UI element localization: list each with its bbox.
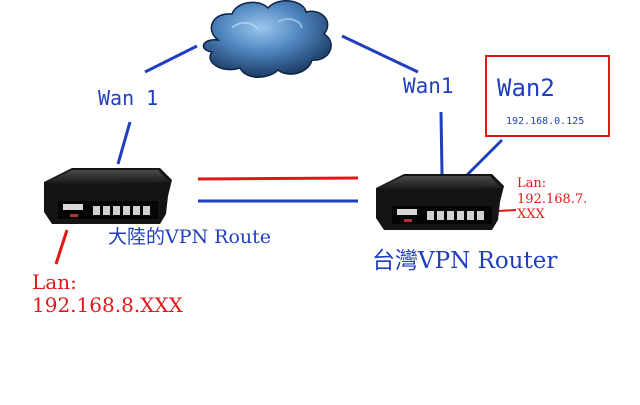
right-router-name-label: 台灣VPN Router bbox=[372, 248, 558, 274]
left-lan-leader-line bbox=[54, 229, 69, 265]
wan2-to-router-line bbox=[464, 138, 504, 178]
wan2-highlight-box bbox=[485, 55, 610, 137]
wan2-ip-label: 192.168.0.125 bbox=[506, 116, 585, 127]
internet-cloud-icon bbox=[202, 0, 332, 78]
wan1-right-to-router-line bbox=[439, 111, 444, 175]
right-lan-ip-line2: XXX bbox=[517, 207, 545, 222]
left-lan-title: Lan: bbox=[32, 270, 77, 294]
draytek-router-icon bbox=[376, 174, 504, 230]
cloud-to-wan1-right-line bbox=[341, 34, 419, 74]
wan1-left-to-router-line bbox=[116, 121, 132, 165]
wan1-left-label: Wan 1 bbox=[98, 86, 159, 110]
wan1-left-to-cloud-line bbox=[144, 44, 198, 74]
right-lan-ip-line1: 192.168.7. bbox=[517, 192, 588, 207]
left-lan-ip: 192.168.8.XXX bbox=[32, 293, 183, 317]
right-lan-title: Lan: bbox=[517, 176, 547, 191]
wan1-right-label: Wan1 bbox=[403, 74, 454, 98]
vpn-tunnel-red-line bbox=[197, 176, 359, 181]
wan2-label: Wan2 bbox=[497, 74, 555, 102]
draytek-router-icon bbox=[44, 168, 172, 224]
left-router-name-label: 大陸的VPN Route bbox=[108, 226, 272, 248]
